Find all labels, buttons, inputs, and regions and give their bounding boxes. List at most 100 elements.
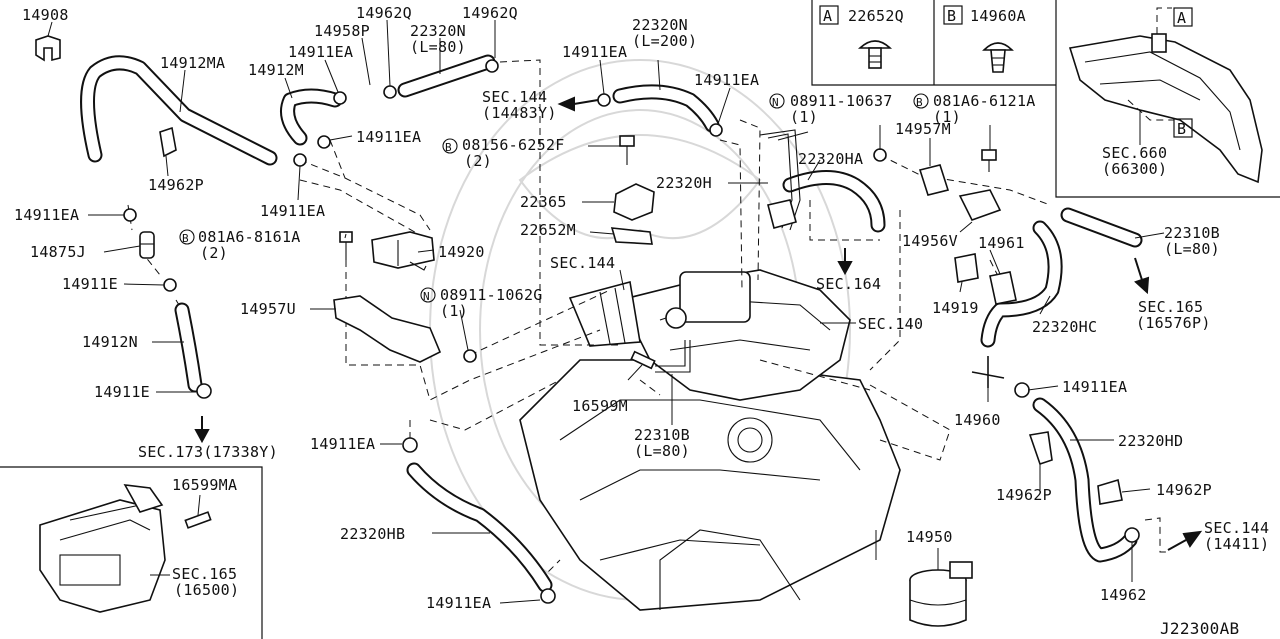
clip-22652q-icon — [857, 40, 893, 69]
legend-key-a-label: A — [823, 7, 832, 25]
arrows — [194, 96, 1203, 551]
label-14961: 14961 — [978, 234, 1025, 252]
bolt-081a6-6121a-icon — [981, 149, 997, 172]
label-14911ea: 14911EA — [260, 202, 325, 220]
label-sec-144-14483y: (14483Y) — [482, 104, 557, 122]
part-16599ma: 16599MA — [172, 476, 237, 494]
inset-top-right: A B SEC.660 (66300) — [1055, 0, 1280, 198]
label-sec-173: SEC.173(17338Y) — [138, 443, 278, 461]
hose-22320hc — [980, 220, 1063, 348]
label-14957m: 14957M — [895, 120, 951, 138]
air-cleaner-icon — [39, 484, 166, 613]
legend-part-a: 22652Q — [848, 7, 904, 25]
label-22320hd: 22320HD — [1118, 432, 1183, 450]
clamp-14911e-icon — [163, 278, 177, 292]
label-sec-144: SEC.144 — [482, 88, 547, 106]
label-22320hb: 22320HB — [340, 525, 405, 543]
diagram-id: J22300AB — [1160, 619, 1239, 638]
label-08911-1062g-qty: (1) — [440, 302, 468, 320]
label-22320h: 22320H — [656, 174, 712, 192]
label-08156-6252f: 08156-6252F — [462, 136, 565, 154]
label-sec-144-14411: (14411) — [1204, 535, 1269, 553]
hose-22320n-80 — [397, 54, 496, 98]
bolt-081a6-8161a-icon — [339, 231, 353, 260]
solenoid-14920-icon — [371, 231, 435, 271]
clamp-14911ea-icon — [1014, 382, 1030, 398]
hose-22320hd — [1032, 397, 1138, 563]
inset-sec-660: SEC.660 — [1102, 144, 1167, 162]
label-14962p: 14962P — [148, 176, 204, 194]
bracket-14919-icon — [954, 253, 979, 283]
label-22310b-length: (L=80) — [1164, 240, 1220, 258]
label-14911e: 14911E — [62, 275, 118, 293]
label-14962p: 14962P — [996, 486, 1052, 504]
arrow-down-icon — [837, 261, 853, 276]
label-22320n: 22320N — [410, 22, 466, 40]
label-14919: 14919 — [932, 299, 979, 317]
label-sec-144: SEC.144 — [1204, 519, 1269, 537]
label-22365: 22365 — [520, 193, 567, 211]
clamp-14911ea-icon — [540, 588, 556, 604]
tube-22310b-80-center — [655, 340, 691, 373]
bracket-14957m-icon — [918, 164, 950, 196]
clamp-14911ea-icon — [597, 93, 611, 107]
label-081a6-8161a-qty: (2) — [200, 244, 228, 262]
label-22652m: 22652M — [520, 221, 576, 239]
valve-14875j-icon — [139, 231, 155, 259]
hose-22310b-80-right — [1060, 207, 1143, 248]
inset-key-a — [1173, 7, 1193, 27]
label-081a6-6121a: 081A6-6121A — [933, 92, 1036, 110]
valve-14956v-icon — [958, 189, 1002, 221]
engine-cover-icon — [1068, 33, 1263, 184]
pin-16599ma-icon — [184, 511, 212, 529]
clamp-14911ea-icon — [123, 208, 137, 222]
label-sec-140: SEC.140 — [858, 315, 923, 333]
label-14911ea: 14911EA — [562, 43, 627, 61]
label-sec-144: SEC.144 — [550, 254, 615, 272]
label-14911e: 14911E — [94, 383, 150, 401]
circle-n-letter: N — [423, 290, 430, 303]
sensor-14961-icon — [989, 271, 1017, 305]
inset-bottom-left: 16599MA SEC.165 (16500) — [0, 466, 263, 639]
clamp-14962q-icon — [383, 85, 397, 99]
label-14911ea: 14911EA — [356, 128, 421, 146]
hose-14912m — [280, 88, 343, 146]
label-22320n-length: (L=80) — [410, 38, 466, 56]
label-sec-165: SEC.165 — [1138, 298, 1203, 316]
label-08156-6252f-qty: (2) — [464, 152, 492, 170]
circle-n-letter: N — [772, 96, 779, 109]
label-14912n: 14912N — [82, 333, 138, 351]
legend-part-b: 14960A — [970, 7, 1026, 25]
label-14911ea: 14911EA — [14, 206, 79, 224]
hose-22320ha — [782, 170, 886, 233]
label-14957u: 14957U — [240, 300, 296, 318]
label-08911-10637-qty: (1) — [790, 108, 818, 126]
legend-key-b — [943, 5, 963, 25]
clip-14908-icon — [35, 35, 61, 62]
label-08911-1062g: 08911-1062G — [440, 286, 543, 304]
label-14911ea: 14911EA — [694, 71, 759, 89]
part-labels: 14908 14912MA 14962P 14911EA 14875J 1491… — [14, 4, 1269, 638]
arrow-down-icon — [194, 429, 210, 444]
label-22310b: 22310B — [1164, 224, 1220, 242]
clamp-14962-icon — [1124, 527, 1140, 543]
pipe-14960-icon — [971, 356, 1005, 388]
label-14875j: 14875J — [30, 243, 86, 261]
label-14911ea: 14911EA — [288, 43, 353, 61]
legend-key-a — [819, 5, 839, 25]
label-14958p: 14958P — [314, 22, 370, 40]
canister-14950-icon — [909, 561, 973, 627]
clamp-14911ea-icon — [293, 153, 307, 167]
bolt-08156-6252f-icon — [619, 135, 635, 165]
intake-manifold-icon — [618, 269, 851, 401]
bracket-22320h-icon — [767, 199, 797, 229]
bracket-14957u-icon — [333, 295, 442, 363]
nut-08911-10637-icon — [873, 148, 887, 162]
legend-box: A 22652Q B 14960A — [811, 0, 1056, 86]
label-14911ea: 14911EA — [1062, 378, 1127, 396]
clamp-14911ea-icon — [333, 91, 347, 105]
label-14960: 14960 — [954, 411, 1001, 429]
label-14956v: 14956V — [902, 232, 958, 250]
clamp-14911ea-icon — [317, 135, 331, 149]
